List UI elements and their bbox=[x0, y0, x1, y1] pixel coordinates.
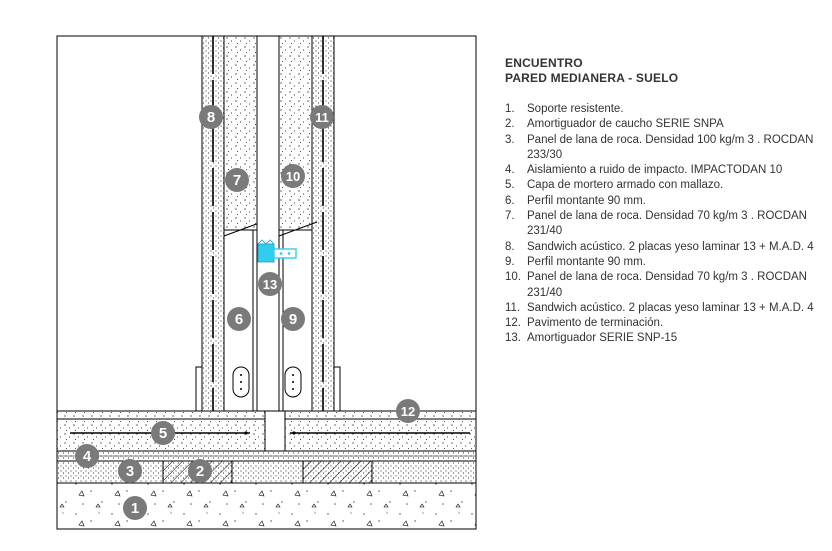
marker-10: 10 bbox=[281, 164, 305, 188]
legend-list: 1. Soporte resistente. 2. Amortiguador de c… bbox=[505, 102, 825, 347]
marker-9: 9 bbox=[281, 307, 305, 331]
legend-item-number: 5. bbox=[505, 179, 515, 192]
legend-item-number: 6. bbox=[505, 194, 515, 207]
marker-label: 12 bbox=[401, 404, 415, 419]
marker-8: 8 bbox=[199, 105, 223, 129]
marker-label: 9 bbox=[289, 311, 297, 328]
snp15-absorber bbox=[257, 239, 297, 263]
marker-1: 1 bbox=[123, 496, 147, 520]
legend-item: 11. Sandwich acústico. 2 placas yeso lami… bbox=[505, 301, 825, 316]
legend-title-line-1: ENCUENTRO bbox=[505, 56, 583, 70]
marker-label: 5 bbox=[159, 425, 167, 442]
marker-label: 11 bbox=[315, 110, 329, 125]
marker-label: 6 bbox=[235, 311, 243, 328]
legend-item: 8. Sandwich acústico. 2 placas yeso lamin… bbox=[505, 240, 825, 255]
rubber-absorber-right bbox=[302, 460, 373, 484]
legend-item: 4. Aislamiento a ruido de impacto. IMPACT… bbox=[505, 163, 825, 178]
mortar-layer-right bbox=[284, 410, 477, 452]
marker-13: 13 bbox=[258, 272, 282, 296]
marker-7: 7 bbox=[225, 168, 249, 192]
legend-item-text: Perfil montante 90 mm. bbox=[527, 194, 646, 207]
marker-label: 7 bbox=[233, 172, 241, 189]
legend-item-number: 7. bbox=[505, 210, 515, 223]
marker-label: 13 bbox=[263, 277, 277, 292]
legend-item-text: Aislamiento a ruido de impacto. IMPACTOD… bbox=[527, 164, 783, 177]
legend-item-text: Panel de lana de roca. Densidad 70 kg/m … bbox=[527, 210, 807, 238]
legend-item: 7. Panel de lana de roca. Densidad 70 kg/… bbox=[505, 209, 825, 240]
marker-3: 3 bbox=[118, 459, 142, 483]
marker-label: 8 bbox=[207, 109, 215, 126]
legend-item-number: 12. bbox=[505, 317, 521, 330]
legend-item-text: Perfil montante 90 mm. bbox=[527, 255, 646, 268]
legend-item: 6. Perfil montante 90 mm. bbox=[505, 194, 825, 209]
legend-item-text: Sandwich acústico. 2 placas yeso laminar… bbox=[527, 240, 814, 253]
legend-item-number: 3. bbox=[505, 133, 515, 146]
marker-2: 2 bbox=[188, 459, 212, 483]
marker-label: 3 bbox=[126, 463, 134, 480]
legend-item-number: 13. bbox=[505, 332, 521, 345]
slab-layer bbox=[56, 482, 477, 530]
marker-12: 12 bbox=[396, 399, 420, 423]
legend-item-text: Capa de mortero armado con mallazo. bbox=[527, 179, 724, 192]
legend-item-text: Sandwich acústico. 2 placas yeso laminar… bbox=[527, 301, 814, 314]
legend-item: 9. Perfil montante 90 mm. bbox=[505, 255, 825, 270]
marker-6: 6 bbox=[227, 307, 251, 331]
legend-panel: ENCUENTRO PARED MEDIANERA - SUELO 1. Sopo… bbox=[505, 56, 825, 347]
marker-label: 4 bbox=[83, 448, 92, 465]
legend-item: 2. Amortiguador de caucho SERIE SNPA bbox=[505, 117, 825, 132]
legend-item-text: Amortiguador SERIE SNP-15 bbox=[527, 332, 678, 345]
legend-item: 5. Capa de mortero armado con mallazo. bbox=[505, 178, 825, 193]
legend-item-number: 9. bbox=[505, 255, 515, 268]
legend-item-number: 11. bbox=[505, 301, 521, 314]
legend-item-number: 4. bbox=[505, 164, 515, 177]
legend-item-text: Pavimento de terminación. bbox=[527, 317, 664, 330]
marker-4: 4 bbox=[75, 444, 99, 468]
legend-item-text: Panel de lana de roca. Densidad 100 kg/m… bbox=[527, 133, 814, 161]
legend-item: 3. Panel de lana de roca. Densidad 100 kg… bbox=[505, 133, 825, 164]
legend-item: 12. Pavimento de terminación. bbox=[505, 316, 825, 331]
legend-item-number: 8. bbox=[505, 240, 515, 253]
legend-title-line-2: PARED MEDIANERA - SUELO bbox=[505, 71, 679, 85]
marker-label: 10 bbox=[286, 169, 300, 184]
marker-label: 1 bbox=[131, 500, 139, 517]
legend-item-text: Amortiguador de caucho SERIE SNPA bbox=[527, 118, 724, 131]
legend-item-number: 10. bbox=[505, 271, 521, 284]
legend-item-number: 1. bbox=[505, 103, 515, 115]
legend-item-number: 2. bbox=[505, 118, 515, 131]
legend-item-text: Panel de lana de roca. Densidad 70 kg/m … bbox=[527, 271, 807, 299]
marker-5: 5 bbox=[151, 421, 175, 445]
legend-item: 13. Amortiguador SERIE SNP-15 bbox=[505, 331, 825, 346]
legend-item-text: Soporte resistente. bbox=[527, 103, 624, 115]
legend-item: 10. Panel de lana de roca. Densidad 70 kg… bbox=[505, 270, 825, 301]
marker-label: 2 bbox=[196, 463, 204, 480]
marker-11: 11 bbox=[310, 105, 334, 129]
legend-item: 1. Soporte resistente. bbox=[505, 102, 825, 117]
